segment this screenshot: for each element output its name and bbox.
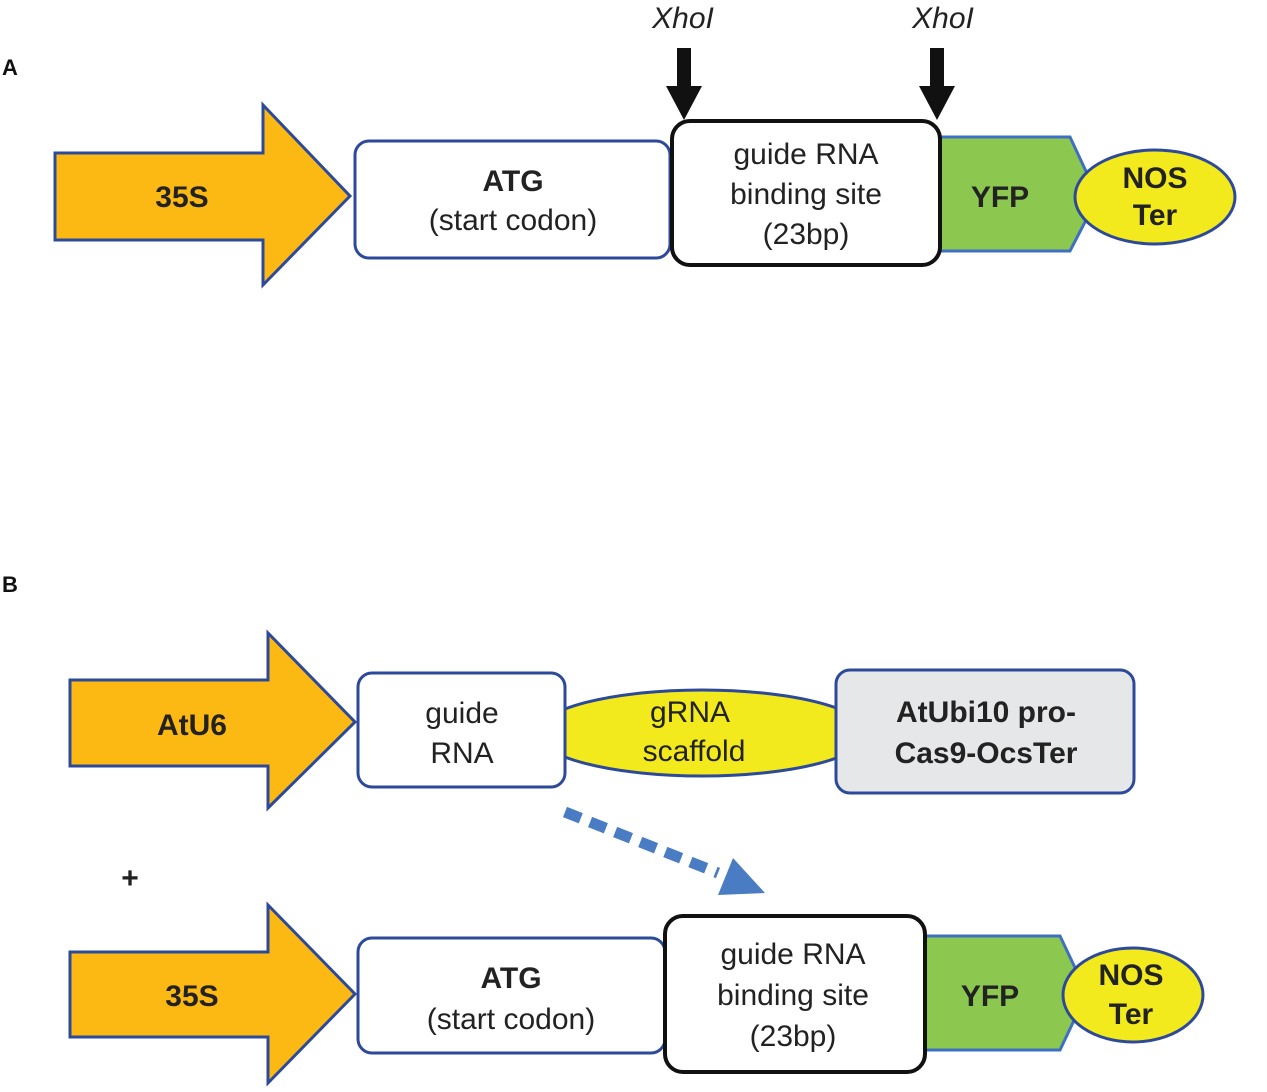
panel-b-atg-subtitle: (start codon) (427, 1003, 595, 1036)
panel-a-promoter-label: 35S (155, 181, 208, 214)
panel-b-binding-site-box (663, 914, 927, 1074)
panel-b-binding-line3: (23bp) (750, 1020, 837, 1053)
panel-b-guide-line1: guide (425, 697, 498, 730)
panel-b-plus-sign: + (121, 862, 139, 895)
panel-b-scaffold-line1: gRNA (650, 696, 730, 729)
panel-b-cas9-line1: AtUbi10 pro- (896, 696, 1076, 729)
panel-b-cas9-line2: Cas9-OcsTer (895, 737, 1078, 770)
panel-b-atg-title: ATG (480, 962, 541, 995)
panel-a-yfp-label: YFP (971, 181, 1029, 214)
panel-b-yfp-label: YFP (961, 980, 1019, 1013)
panel-b-top-promoter-label: AtU6 (157, 709, 227, 742)
panel-a-letter: A (2, 55, 18, 80)
panel-a-xhoi-left-label: XhoI (651, 2, 714, 35)
panel-b-terminator-line1: NOS (1098, 959, 1163, 992)
panel-a-xhoi-right-arrow (919, 48, 955, 120)
panel-a-atg-subtitle: (start codon) (429, 204, 597, 237)
panel-b-binding-line2: binding site (717, 979, 869, 1012)
panel-a-terminator-line1: NOS (1122, 162, 1187, 195)
panel-a-xhoi-left-arrow (666, 48, 702, 120)
panel-b-guide-rna-box (356, 671, 567, 789)
panel-b-bottom-promoter-arrow (68, 901, 358, 1087)
panel-a-binding-line2: binding site (730, 178, 882, 211)
panel-a-promoter-arrow (53, 101, 353, 289)
panel-b-terminator-line2: Ter (1109, 998, 1154, 1031)
panel-a-atg-title: ATG (482, 165, 543, 198)
panel-b-terminator-ellipse (1061, 946, 1205, 1044)
panel-a-atg-box (353, 139, 672, 260)
panel-b-cas9-box (834, 668, 1136, 795)
panel-b-binding-line1: guide RNA (720, 938, 865, 971)
panel-b-letter: B (2, 572, 18, 597)
panel-a-binding-line3: (23bp) (763, 218, 850, 251)
panel-a-binding-site-box (670, 119, 942, 267)
panel-b-scaffold-line2: scaffold (643, 735, 746, 768)
panel-b-top-promoter-arrow (68, 629, 358, 812)
panel-a-xhoi-right-label: XhoI (911, 2, 974, 35)
panel-b-targeting-dashed-line (562, 806, 721, 879)
panel-b-guide-line2: RNA (430, 737, 493, 770)
panel-b-targeting-arrowhead (718, 858, 765, 895)
panel-a-terminator-ellipse (1073, 148, 1237, 246)
panel-a-binding-line1: guide RNA (733, 138, 878, 171)
panel-a-terminator-line2: Ter (1133, 199, 1178, 232)
panel-b-bottom-promoter-label: 35S (165, 980, 218, 1013)
